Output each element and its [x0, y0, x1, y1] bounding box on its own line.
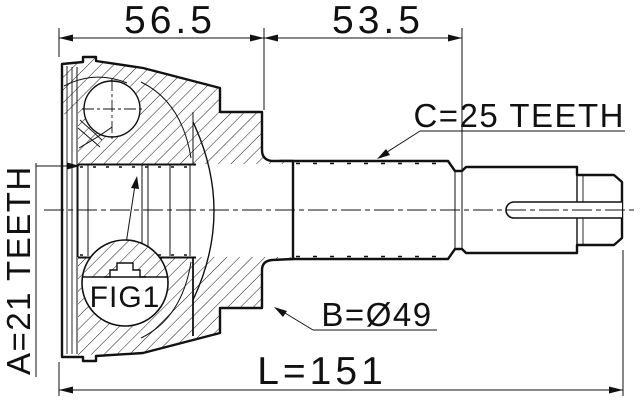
- fig1-spline-tooth-profile: [104, 262, 146, 278]
- cage-wedge-line-2: [77, 127, 101, 148]
- bell-mouth-arc: [192, 121, 215, 301]
- dim-overall-length-label: L=151: [257, 350, 387, 393]
- leader-arrow: [274, 307, 287, 317]
- dimension-53-5: 53.5: [264, 0, 463, 170]
- callout-outer-diameter: B=Ø49: [274, 296, 437, 333]
- fig1-leader-arrow: [131, 176, 139, 189]
- dim-shaft-section-label: 53.5: [332, 0, 424, 42]
- dim-arrow-right: [609, 386, 623, 394]
- callout-inner-spline: A=21 TEETH: [0, 162, 80, 377]
- dim-housing-width-label: 56.5: [124, 0, 216, 42]
- hatch-top-wall: [78, 57, 293, 164]
- dim-arrow-right: [250, 34, 264, 42]
- cage-arc-left: [78, 126, 113, 149]
- outer-spline-label: C=25 TEETH: [413, 97, 625, 134]
- leader-line: [279, 309, 314, 331]
- leader-arrow: [67, 162, 80, 170]
- cage-arc-top: [63, 76, 128, 87]
- hatch-left-corner: [62, 63, 78, 115]
- inner-spline-label: A=21 TEETH: [0, 165, 37, 375]
- outer-diameter-label: B=Ø49: [321, 296, 432, 333]
- dim-arrow-left: [59, 34, 73, 42]
- fig1-leader-line: [125, 184, 136, 245]
- dimension-56-5: 56.5: [58, 0, 265, 110]
- cage-wedge-line-1: [79, 119, 103, 141]
- dim-arrow-left: [59, 386, 73, 394]
- dimension-overall-length: L=151: [58, 250, 624, 396]
- callout-outer-spline: C=25 TEETH: [377, 97, 625, 159]
- detail-balloon-fig1: FIG1: [81, 176, 169, 327]
- dim-arrow-left: [264, 34, 278, 42]
- leader-arrow: [377, 149, 390, 159]
- fig1-label: FIG1: [90, 281, 161, 314]
- cage-arc-right: [140, 81, 192, 159]
- cage-arc-bottom: [140, 261, 192, 339]
- dim-arrow-right: [448, 34, 462, 42]
